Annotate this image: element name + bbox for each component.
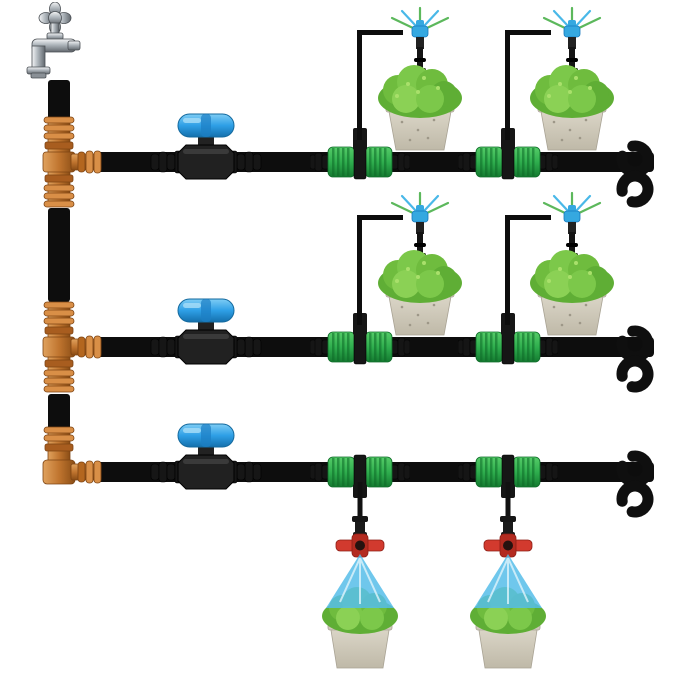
main-line-vertical-segment — [48, 394, 70, 432]
tee-connector-row-2 — [42, 301, 102, 393]
coupling-row-1-left — [310, 144, 410, 180]
feeder-tube-row-1-left — [357, 30, 403, 140]
valve-row-1 — [150, 113, 262, 180]
sprinkler-plant-row-1-right — [528, 6, 616, 152]
fogger-plant-row-3-right — [469, 482, 547, 669]
faucet-icon — [26, 2, 81, 79]
main-line-vertical-segment — [48, 80, 70, 120]
tee-connector-row-1 — [42, 116, 102, 208]
elbow-connector-row-3 — [42, 426, 102, 485]
valve-row-3 — [150, 423, 262, 490]
valve-row-2 — [150, 298, 262, 365]
sprinkler-plant-row-2-left — [376, 191, 464, 337]
coupling-row-1-right — [458, 144, 558, 180]
sprinkler-plant-row-1-left — [376, 6, 464, 152]
coupling-row-2-right — [458, 329, 558, 365]
sprinkler-plant-row-2-right — [528, 191, 616, 337]
coupling-row-2-left — [310, 329, 410, 365]
main-line-vertical-segment — [48, 208, 70, 302]
feeder-tube-row-2-right — [505, 215, 551, 325]
feeder-tube-row-2-left — [357, 215, 403, 325]
feeder-tube-row-1-right — [505, 30, 551, 140]
fogger-plant-row-3-left — [321, 482, 399, 669]
